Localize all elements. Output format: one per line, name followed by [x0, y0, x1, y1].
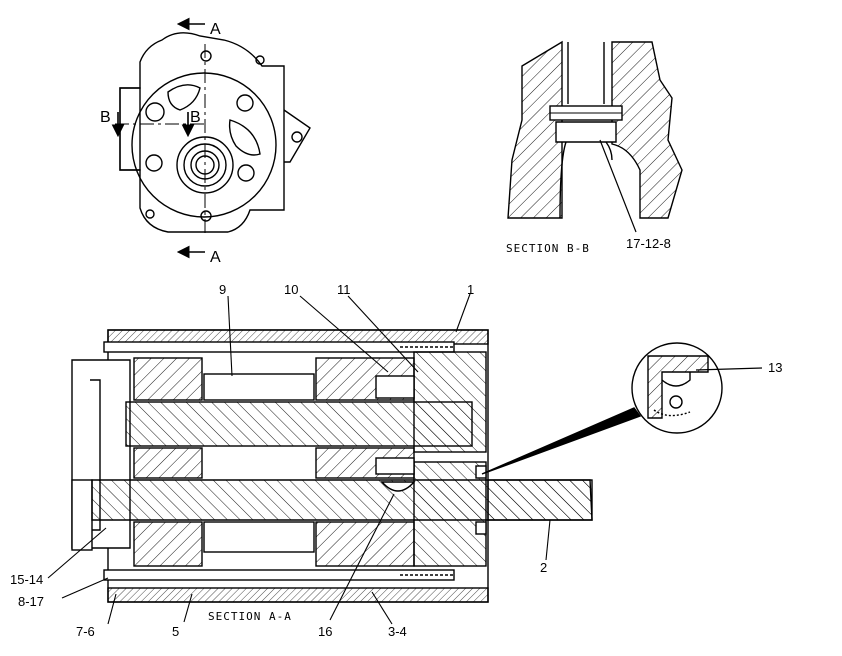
rear-cover-lower [413, 461, 487, 567]
callout-17-12-8: 17-12-8 [626, 236, 671, 251]
front-plate-upper [133, 357, 203, 401]
callout-2: 2 [540, 560, 547, 575]
port-block [119, 87, 141, 171]
detail-oring [669, 395, 683, 409]
mounting-ear [283, 109, 311, 163]
gear-cavity-lower [203, 521, 315, 553]
bolt-hole [255, 55, 265, 65]
kidney-port [228, 119, 261, 156]
housing-circle [131, 72, 277, 218]
callout-3-4: 3-4 [388, 624, 407, 639]
cut-b-left-label: B [100, 109, 111, 126]
section-aa-view [71, 329, 593, 603]
through-bolt-top [103, 341, 455, 353]
bb-right-wall [611, 41, 683, 219]
cut-a-bottom-label: A [210, 249, 221, 266]
detail-leader-wedge [481, 407, 642, 475]
callout-7-6: 7-6 [76, 624, 95, 639]
bolt-hole [237, 164, 255, 182]
bushing-lower [375, 457, 415, 475]
ear-hole [291, 131, 303, 143]
cut-a-top-label: A [210, 21, 221, 38]
center-plate-lower [315, 521, 415, 567]
callout-9: 9 [219, 282, 226, 297]
bolt-hole [145, 154, 163, 172]
callout-11: 11 [337, 282, 351, 297]
bolt-hole [200, 210, 212, 222]
bolt-hole [145, 209, 155, 219]
section-bb-title: SECTION B-B [506, 242, 590, 255]
front-cover-hub [71, 479, 93, 551]
through-bolt-bottom [103, 569, 455, 581]
callout-5: 5 [172, 624, 179, 639]
callout-16: 16 [318, 624, 332, 639]
bolt-hole [145, 102, 165, 122]
section-aa-title: SECTION A-A [208, 610, 292, 623]
detail-seal-view [481, 342, 763, 475]
idler-gear-shaft [125, 401, 473, 447]
flange-outline [119, 32, 285, 233]
bolt-hole [236, 94, 254, 112]
bushing [375, 375, 415, 399]
callout-13: 13 [768, 360, 782, 375]
callout-leaders [47, 293, 551, 625]
bb-left-wall [507, 40, 563, 219]
callout-8-17: 8-17 [18, 594, 44, 609]
bb-plug [555, 121, 617, 143]
shaft-seal-lower [475, 521, 487, 535]
cut-b-right-label: B [190, 109, 201, 126]
callout-10: 10 [284, 282, 298, 297]
bolt-hole [200, 50, 212, 62]
kidney-port [167, 84, 201, 111]
end-view [111, 17, 311, 259]
front-plate-mid [133, 447, 203, 479]
gear-cavity-upper [203, 373, 315, 401]
section-bb-view [507, 40, 683, 233]
housing-bottom-band [107, 587, 489, 603]
callout-1: 1 [467, 282, 474, 297]
callout-15-14: 15-14 [10, 572, 43, 587]
shaft-seal [475, 465, 487, 479]
detail-seal-profile [647, 355, 709, 419]
bb-leader [599, 139, 637, 233]
front-plate-lower [133, 521, 203, 567]
shaft-key [380, 481, 416, 492]
